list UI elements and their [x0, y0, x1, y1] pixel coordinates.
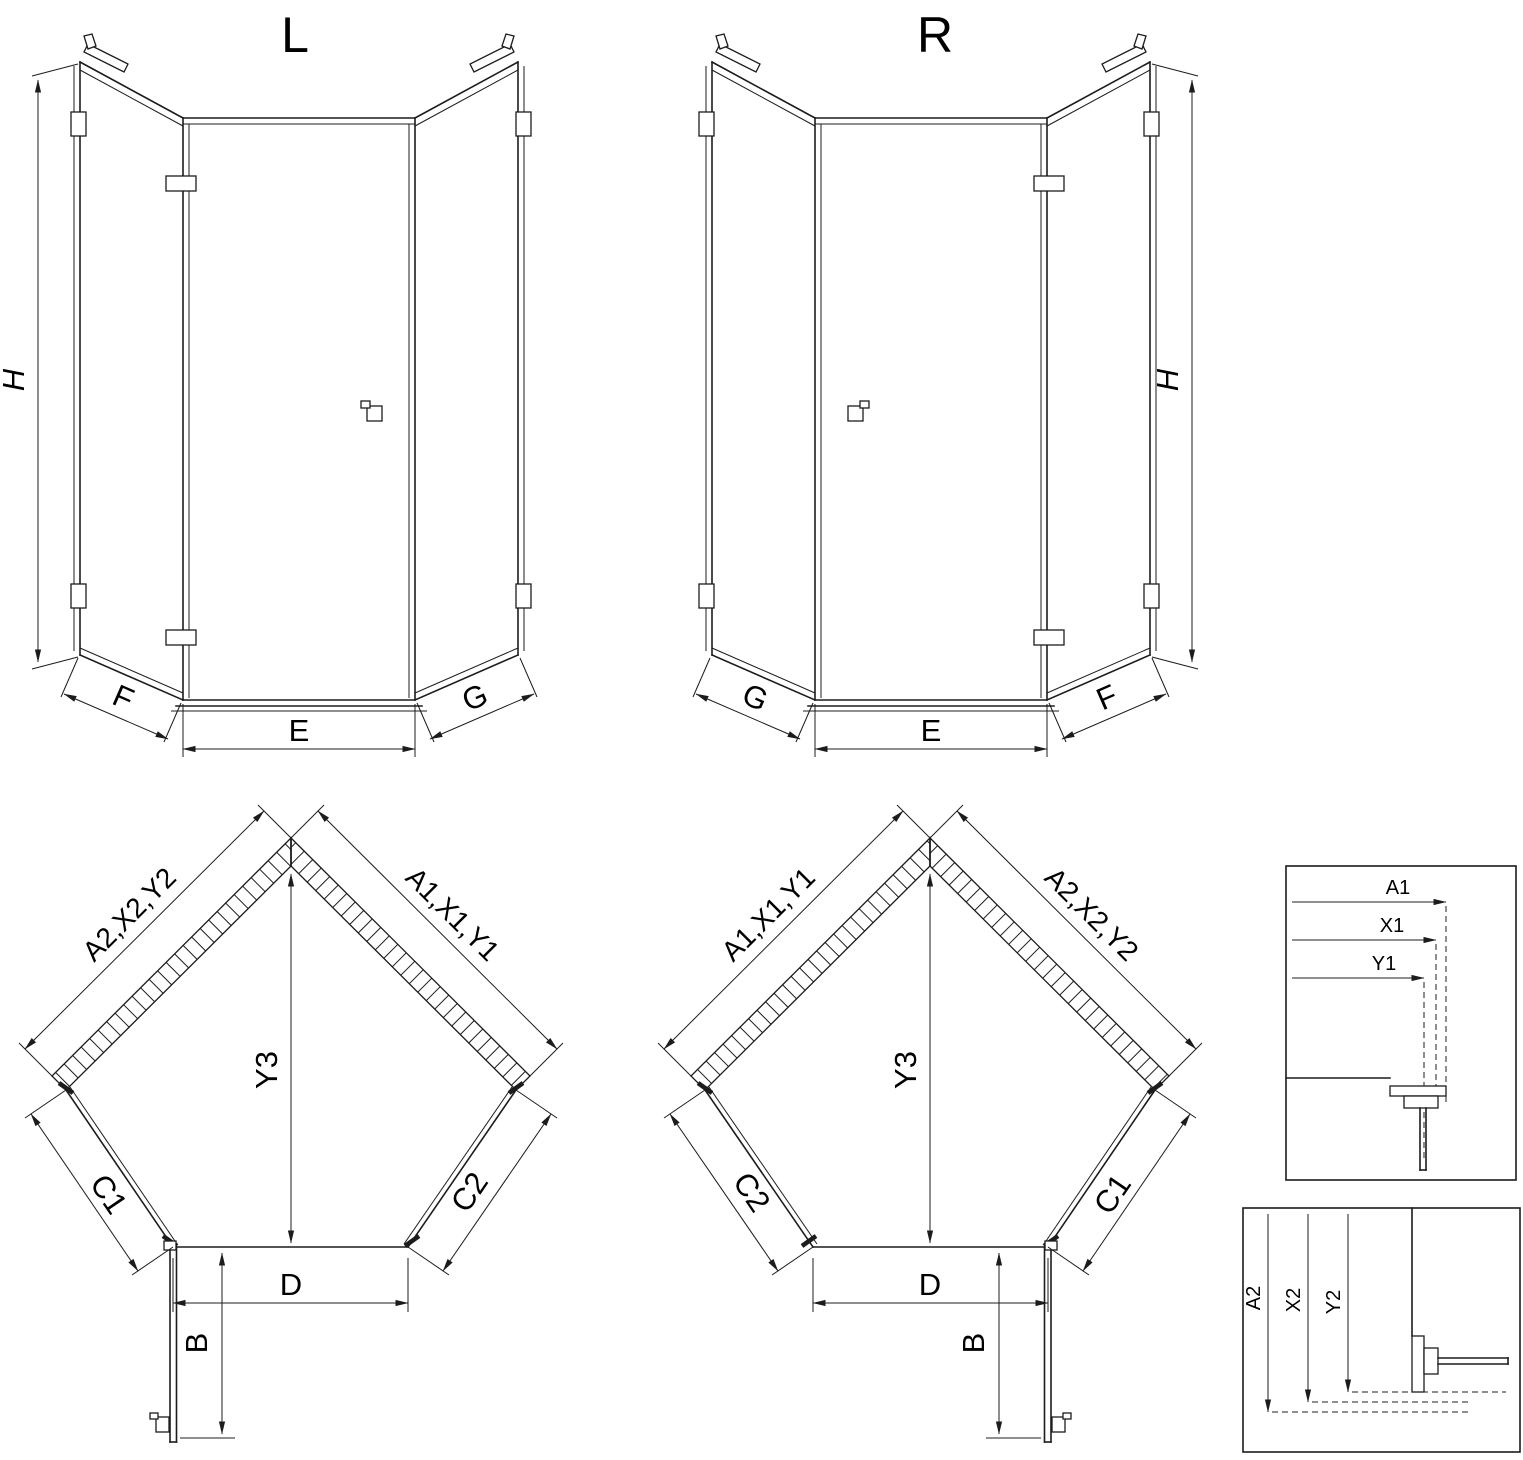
door-pivot-hinge [1044, 1240, 1058, 1251]
shower-tray [803, 705, 1059, 712]
elevation-right-view: R [692, 7, 1199, 757]
dimension-y3: Y3 [249, 873, 295, 1244]
door-handle [1051, 1412, 1072, 1433]
dim-label-f-right: F [1091, 678, 1122, 718]
top-mount-brackets [715, 33, 1147, 73]
door-handle [149, 1412, 170, 1433]
dimension-wall-upper-left: A2,X2,Y2 [18, 804, 292, 1077]
dimension-f: F [60, 657, 182, 743]
dimension-g: G [692, 657, 814, 743]
dimension-a2: A2 [1243, 1214, 1470, 1413]
dim-label-c1-left: C1 [83, 1168, 134, 1220]
dim-label-e-right: E [921, 713, 942, 748]
dim-label-y2: Y2 [1323, 1290, 1345, 1314]
door-handle [360, 400, 383, 422]
dimension-wall-upper-right: A2,X2,Y2 [929, 804, 1203, 1077]
dim-label-c2-left: C2 [444, 1166, 495, 1218]
dim-label-y1: Y1 [1372, 953, 1396, 975]
profile-cross-section [1389, 1085, 1447, 1171]
shower-tray [171, 705, 427, 712]
door-panel [814, 117, 1048, 701]
detail-box-vertical: A2 X2 Y2 [1242, 1207, 1521, 1453]
dimension-b: B [179, 1252, 235, 1439]
dim-label-g-right: G [737, 677, 773, 719]
dim-label-wall-ul-left: A2,X2,Y2 [76, 861, 182, 967]
dim-label-wall-ur-left: A1,X1,Y1 [400, 861, 506, 967]
dimension-e: E [182, 704, 416, 757]
open-door-plan [1043, 1240, 1072, 1443]
dim-label-b-right: B [956, 1333, 991, 1354]
dimension-x1: X1 [1292, 915, 1437, 1104]
dimension-wall-upper-left: A1,X1,Y1 [657, 804, 931, 1077]
view-title-r: R [917, 7, 953, 63]
elevation-left-view: L [0, 7, 538, 757]
open-door-plan [149, 1240, 178, 1443]
dim-label-f-left: F [108, 678, 139, 718]
left-glass-panel [705, 60, 817, 702]
dimension-g: G [416, 657, 538, 743]
dim-label-g-left: G [457, 677, 493, 719]
dim-label-y3-left: Y3 [249, 1051, 284, 1089]
top-mount-brackets [83, 33, 515, 73]
door-pivot-hinge [163, 1240, 177, 1251]
dimension-c1: C1 [1047, 1089, 1197, 1276]
dim-label-c1-right: C1 [1087, 1168, 1138, 1220]
dimension-y3: Y3 [888, 873, 934, 1244]
door-hinges [165, 175, 197, 646]
dim-label-y3-right: Y3 [888, 1051, 923, 1089]
dimension-y2: Y2 [1323, 1214, 1506, 1393]
wall-brackets [70, 111, 532, 609]
dim-label-h-left: H [0, 368, 31, 391]
door-handle [847, 400, 870, 422]
dimension-c1: C1 [24, 1089, 174, 1276]
detail-frame [1242, 1207, 1521, 1453]
view-title-l: L [281, 7, 309, 63]
detail-box-horizontal: A1 X1 Y1 [1285, 865, 1517, 1181]
dimension-wall-upper-right: A1,X1,Y1 [290, 804, 564, 1077]
dim-label-b-left: B [179, 1333, 214, 1354]
left-glass-panel [73, 60, 185, 702]
dim-label-wall-ur-right: A2,X2,Y2 [1039, 861, 1145, 967]
plan-right-view: A1,X1,Y1 A2,X2,Y2 Y3 C2 C1 [657, 804, 1203, 1443]
dim-label-x2: X2 [1283, 1288, 1305, 1312]
detail-frame [1285, 865, 1517, 1181]
dimension-c2: C2 [663, 1089, 814, 1276]
door-hinges [1033, 175, 1065, 646]
right-glass-panel [413, 60, 525, 702]
dim-label-h-right: H [1150, 368, 1185, 391]
dim-label-c2-right: C2 [726, 1166, 777, 1218]
dimension-x2: X2 [1283, 1214, 1470, 1403]
door-panel [182, 117, 416, 701]
dimension-d: D [812, 1258, 1049, 1312]
right-glass-panel [1045, 60, 1157, 702]
dimension-f: F [1048, 657, 1170, 743]
dimension-a1: A1 [1292, 877, 1447, 1104]
dimension-y1: Y1 [1292, 953, 1425, 1160]
dimension-c2: C2 [407, 1089, 558, 1276]
dim-label-e-left: E [289, 713, 310, 748]
dimension-h: H [1150, 63, 1199, 670]
wall-brackets [698, 111, 1160, 609]
dim-label-x1: X1 [1380, 915, 1404, 937]
profile-cross-section [1411, 1335, 1509, 1393]
dim-label-d-left: D [280, 1267, 302, 1302]
dim-label-wall-ul-right: A1,X1,Y1 [715, 861, 821, 967]
dimension-h: H [0, 63, 79, 670]
dim-label-a2: A2 [1243, 1286, 1265, 1310]
dimension-d: D [172, 1258, 409, 1312]
dimension-e: E [814, 704, 1048, 757]
dim-label-a1: A1 [1386, 877, 1410, 899]
dimension-b: B [956, 1252, 1041, 1439]
dim-label-d-right: D [919, 1267, 941, 1302]
plan-left-view: A2,X2,Y2 A1,X1,Y1 Y3 C1 C2 [18, 804, 564, 1443]
